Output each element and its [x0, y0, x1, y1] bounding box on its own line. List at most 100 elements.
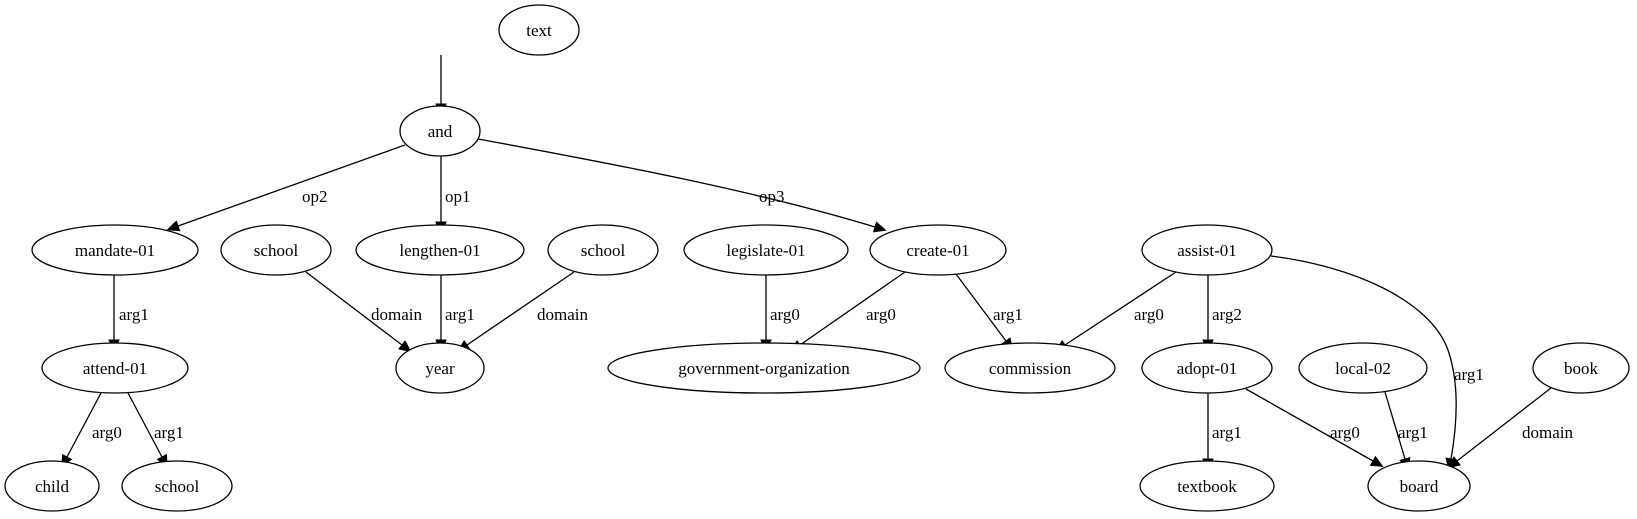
node-govorg: government-organization — [607, 342, 921, 394]
node-label: school — [581, 241, 626, 260]
node-and: and — [399, 105, 481, 157]
node-book: book — [1532, 342, 1630, 394]
node-ellipse — [1141, 224, 1273, 276]
node-lengthen: lengthen-01 — [355, 224, 525, 276]
edge-attend-to-child: arg0 — [61, 392, 122, 468]
node-label: year — [425, 359, 455, 378]
node-board: board — [1367, 460, 1471, 512]
edge-legislate-to-govorg: arg0 — [760, 275, 800, 353]
edge-lengthen-to-year: arg1 — [435, 275, 475, 353]
node-ellipse — [4, 460, 100, 512]
node-ellipse — [399, 105, 481, 157]
arrowhead-icon — [872, 221, 887, 233]
node-ellipse — [683, 224, 849, 276]
node-ellipse — [31, 224, 199, 276]
edge-line — [1270, 255, 1457, 460]
edge-create-to-govorg: arg0 — [789, 271, 906, 352]
edge-line — [66, 392, 102, 458]
edge-and-to-create: op3 — [477, 138, 887, 233]
node-ellipse — [395, 342, 485, 394]
node-ellipse — [41, 342, 189, 394]
node-ellipse — [944, 342, 1116, 394]
edge-label: domain — [371, 305, 422, 324]
node-label: textbook — [1177, 477, 1237, 496]
node-label: mandate-01 — [75, 241, 155, 260]
node-label: commission — [989, 359, 1072, 378]
node-label: text — [526, 21, 552, 40]
edge-assist-to-adopt: arg2 — [1202, 275, 1242, 353]
node-label: book — [1564, 359, 1599, 378]
node-ellipse — [1141, 342, 1273, 394]
node-create: create-01 — [869, 224, 1007, 276]
node-adopt: adopt-01 — [1141, 342, 1273, 394]
arrowhead-icon — [1447, 456, 1461, 469]
node-assist: assist-01 — [1141, 224, 1273, 276]
edge-line — [127, 392, 163, 458]
edge-label: arg0 — [866, 305, 896, 324]
node-ellipse — [1139, 460, 1275, 512]
node-label: school — [155, 477, 200, 496]
node-text: text — [498, 4, 580, 56]
edge-label: arg1 — [119, 305, 149, 324]
edge-and-to-mandate: op2 — [166, 144, 406, 232]
edge-label: op2 — [302, 187, 328, 206]
edge-school2-to-year: domain — [456, 271, 588, 352]
node-school1: school — [220, 224, 332, 276]
edge-book-to-board: domain — [1447, 387, 1573, 469]
node-year: year — [395, 342, 485, 394]
node-label: adopt-01 — [1177, 359, 1237, 378]
node-label: local-02 — [1335, 359, 1391, 378]
edge-label: arg1 — [1212, 423, 1242, 442]
edge-line — [1064, 271, 1177, 346]
node-ellipse — [547, 224, 659, 276]
node-textbook: textbook — [1139, 460, 1275, 512]
edge-and-to-lengthen: op1 — [435, 156, 471, 235]
node-ellipse — [1532, 342, 1630, 394]
node-label: legislate-01 — [726, 241, 805, 260]
edge-line — [1456, 387, 1552, 462]
node-ellipse — [121, 460, 233, 512]
edge-label: arg1 — [1398, 423, 1428, 442]
edge-mandate-to-attend: arg1 — [108, 275, 149, 353]
arrowhead-icon — [166, 220, 181, 232]
node-child: child — [4, 460, 100, 512]
node-label: create-01 — [906, 241, 969, 260]
edge-label: arg1 — [993, 305, 1023, 324]
node-local: local-02 — [1298, 342, 1428, 394]
node-ellipse — [355, 224, 525, 276]
edge-local-to-board: arg1 — [1384, 391, 1428, 471]
node-ellipse — [869, 224, 1007, 276]
edge-label: domain — [537, 305, 588, 324]
node-school2: school — [547, 224, 659, 276]
edge-label: arg0 — [1134, 305, 1164, 324]
node-ellipse — [1367, 460, 1471, 512]
edge-label: arg1 — [1454, 365, 1484, 384]
node-label: lengthen-01 — [399, 241, 480, 260]
node-commission: commission — [944, 342, 1116, 394]
edge-label: arg0 — [770, 305, 800, 324]
node-ellipse — [220, 224, 332, 276]
edge-school1-to-year: domain — [305, 271, 422, 353]
node-ellipse — [498, 4, 580, 56]
node-label: assist-01 — [1177, 241, 1237, 260]
node-ellipse — [607, 342, 921, 394]
node-attend: attend-01 — [41, 342, 189, 394]
node-label: board — [1400, 477, 1439, 496]
edge-label: arg0 — [1330, 423, 1360, 442]
edge-line — [1384, 391, 1406, 460]
edge-line — [466, 271, 575, 346]
edge-adopt-to-textbook: arg1 — [1202, 393, 1242, 472]
edge-label: arg1 — [445, 305, 475, 324]
edge-adopt-to-board: arg0 — [1245, 388, 1384, 468]
node-legislate: legislate-01 — [683, 224, 849, 276]
edge-label: arg1 — [154, 423, 184, 442]
arrowhead-icon — [398, 340, 412, 353]
edge-line — [955, 273, 1007, 342]
edge-line — [177, 144, 406, 227]
edge-line — [305, 271, 403, 346]
edge-line — [477, 138, 876, 228]
node-label: and — [428, 122, 453, 141]
edge-assist-to-commission: arg0 — [1054, 271, 1177, 352]
node-label: child — [35, 477, 69, 496]
